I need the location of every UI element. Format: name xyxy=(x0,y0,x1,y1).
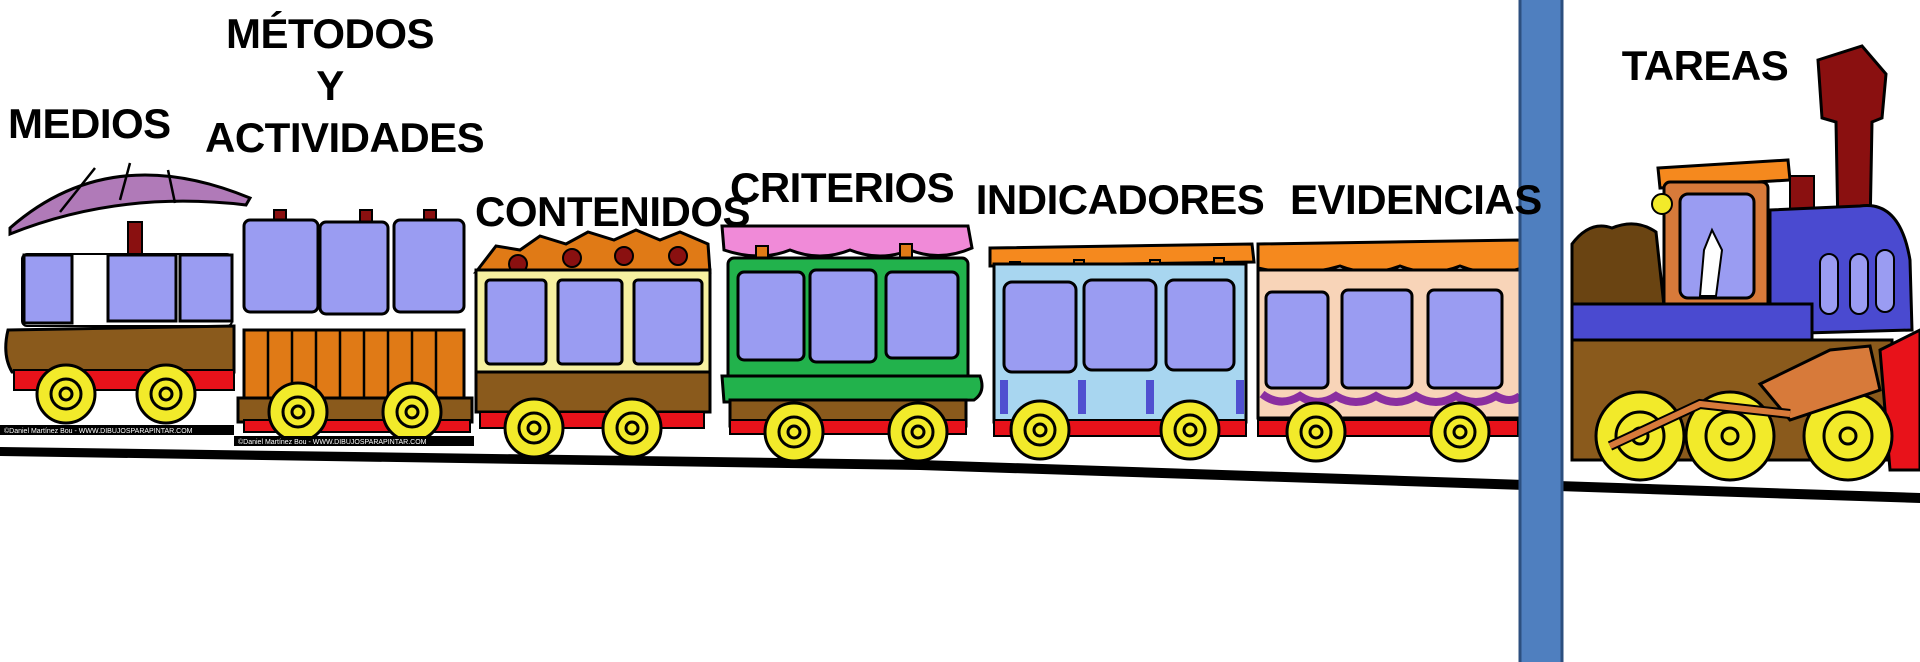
car-criterios xyxy=(720,224,984,463)
car-evidencias xyxy=(1256,238,1524,463)
car-contenidos xyxy=(472,228,712,459)
car-metodos-actividades: ©Daniel Martínez Bou - WWW.DIBUJOSPARAPI… xyxy=(234,209,474,446)
credit-text: ©Daniel Martínez Bou - WWW.DIBUJOSPARAPI… xyxy=(238,438,427,446)
label-metodos-line3: ACTIVIDADES xyxy=(205,114,485,161)
label-metodos-actividades: MÉTODOS Y ACTIVIDADES xyxy=(205,8,485,164)
label-tareas: TAREAS xyxy=(1621,42,1789,89)
label-medios: MEDIOS xyxy=(8,100,171,147)
label-contenidos: CONTENIDOS xyxy=(475,188,751,235)
label-criterios: CRITERIOS xyxy=(730,164,955,211)
label-evidencias: EVIDENCIAS xyxy=(1290,176,1542,223)
label-metodos-line2: Y xyxy=(316,62,344,109)
divider-pole xyxy=(1518,0,1564,662)
label-indicadores: INDICADORES xyxy=(975,176,1265,223)
rail-track xyxy=(0,447,1920,503)
locomotive-tareas xyxy=(1570,44,1920,482)
car-medios: ©Daniel Martínez Bou - WWW.DIBUJOSPARAPI… xyxy=(0,162,253,435)
label-metodos-line1: MÉTODOS xyxy=(225,10,435,57)
credit-text: ©Daniel Martínez Bou - WWW.DIBUJOSPARAPI… xyxy=(4,427,193,435)
car-indicadores xyxy=(988,242,1256,461)
